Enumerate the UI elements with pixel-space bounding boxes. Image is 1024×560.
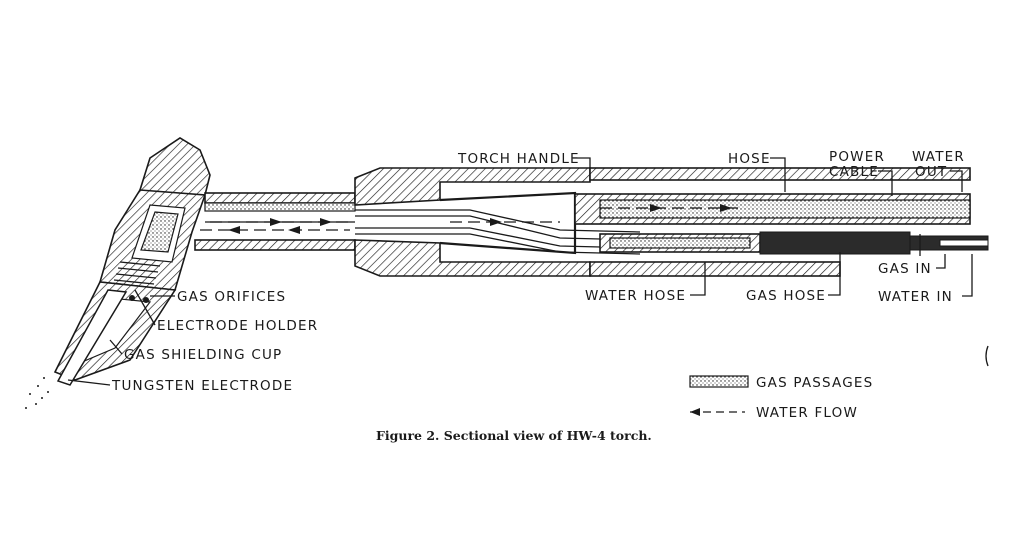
label-gas-hose: GAS HOSE xyxy=(746,288,826,304)
scan-mark xyxy=(985,345,989,367)
figure-caption: Figure 2. Sectional view of HW-4 torch. xyxy=(376,428,652,443)
leader-lines xyxy=(67,157,973,386)
label-gas-shielding-cup: GAS SHIELDING CUP xyxy=(124,347,282,363)
label-water-hose: WATER HOSE xyxy=(585,288,686,304)
label-gas-in: GAS IN xyxy=(878,261,932,277)
legend-gas-passages: GAS PASSAGES xyxy=(756,375,873,391)
hose-assembly xyxy=(574,167,989,277)
torch-handle xyxy=(354,167,641,277)
label-gas-orifices: GAS ORIFICES xyxy=(177,289,286,305)
label-water-in: WATER IN xyxy=(878,289,953,305)
water-flow-arrows xyxy=(200,204,740,234)
label-power: POWER xyxy=(829,149,885,165)
legend-water-flow: WATER FLOW xyxy=(756,405,858,421)
label-tungsten-electrode: TUNGSTEN ELECTRODE xyxy=(111,378,293,394)
label-torch-handle: TORCH HANDLE xyxy=(457,151,580,167)
gas-passages-swatch xyxy=(689,375,749,388)
torch-head xyxy=(25,137,211,409)
water-flow-swatch xyxy=(690,408,745,416)
legend: GAS PASSAGES WATER FLOW xyxy=(689,375,873,421)
label-water: WATER xyxy=(912,149,965,165)
label-hose: HOSE xyxy=(728,151,771,167)
label-electrode-holder: ELECTRODE HOLDER xyxy=(157,318,318,334)
arc-spray xyxy=(25,377,49,409)
label-cable: CABLE xyxy=(829,164,879,180)
label-out: OUT xyxy=(915,164,947,180)
